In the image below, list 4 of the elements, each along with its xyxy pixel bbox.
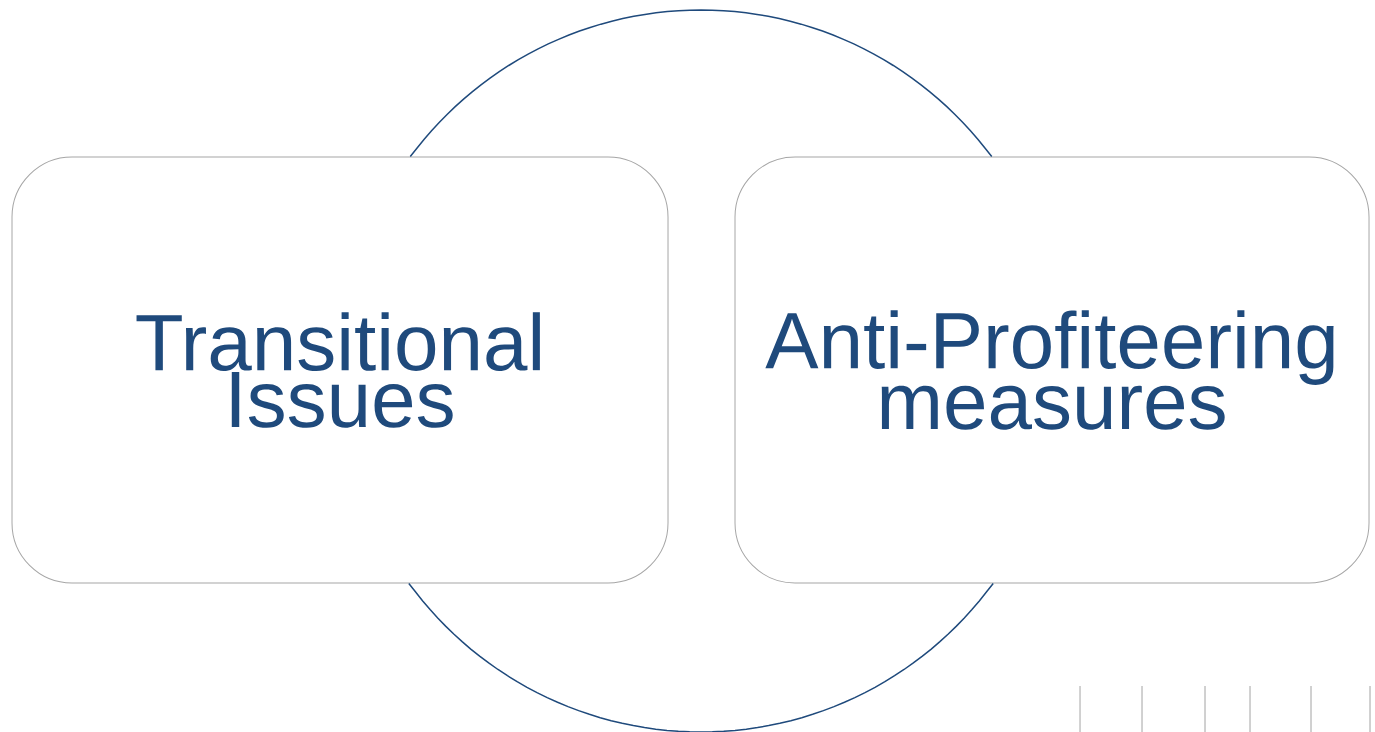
arc-line [409, 9, 993, 158]
rounded-box: Transitional Issues [11, 156, 669, 584]
rounded-box: Anti-Profiteering measures [734, 156, 1370, 584]
arc-line [408, 582, 994, 732]
